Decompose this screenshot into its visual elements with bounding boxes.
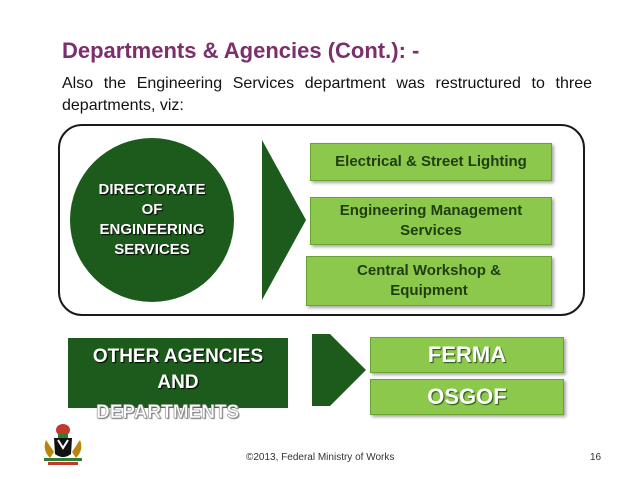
department-electrical-label: Electrical & Street Lighting xyxy=(335,153,527,170)
intro-text: Also the Engineering Services department… xyxy=(62,75,592,114)
agency-osgof-label: OSGOF xyxy=(427,384,507,409)
department-central-workshop: Central Workshop & Equipment xyxy=(306,256,552,306)
chevron-right-icon xyxy=(312,334,366,406)
chevron-right-icon xyxy=(262,140,306,300)
agency-ferma-label: FERMA xyxy=(427,342,507,367)
other-agencies-label: OTHER AGENCIES AND xyxy=(92,346,264,393)
restructure-panel xyxy=(58,124,585,316)
page-number: 16 xyxy=(590,452,602,463)
coat-of-arms-icon xyxy=(44,424,82,465)
department-engineering-management: Engineering Management Services xyxy=(310,197,552,245)
slide-title: Departments & Agencies (Cont.): - xyxy=(62,38,420,63)
department-engineering-management-label: Engineering Management Services xyxy=(339,202,523,239)
agency-osgof: OSGOF xyxy=(370,379,564,415)
agency-ferma: FERMA xyxy=(370,337,564,373)
other-agencies-box xyxy=(68,338,288,408)
directorate-circle: DIRECTORATE OF ENGINEERING SERVICES xyxy=(70,138,234,302)
other-agencies-overflow-label: DEPARTMENTS xyxy=(96,402,240,424)
footer-copyright: ©2013, Federal Ministry of Works xyxy=(246,452,395,463)
department-central-workshop-label: Central Workshop & Equipment xyxy=(357,262,501,299)
department-electrical: Electrical & Street Lighting xyxy=(310,143,552,181)
directorate-label: DIRECTORATE OF ENGINEERING SERVICES xyxy=(98,181,206,258)
